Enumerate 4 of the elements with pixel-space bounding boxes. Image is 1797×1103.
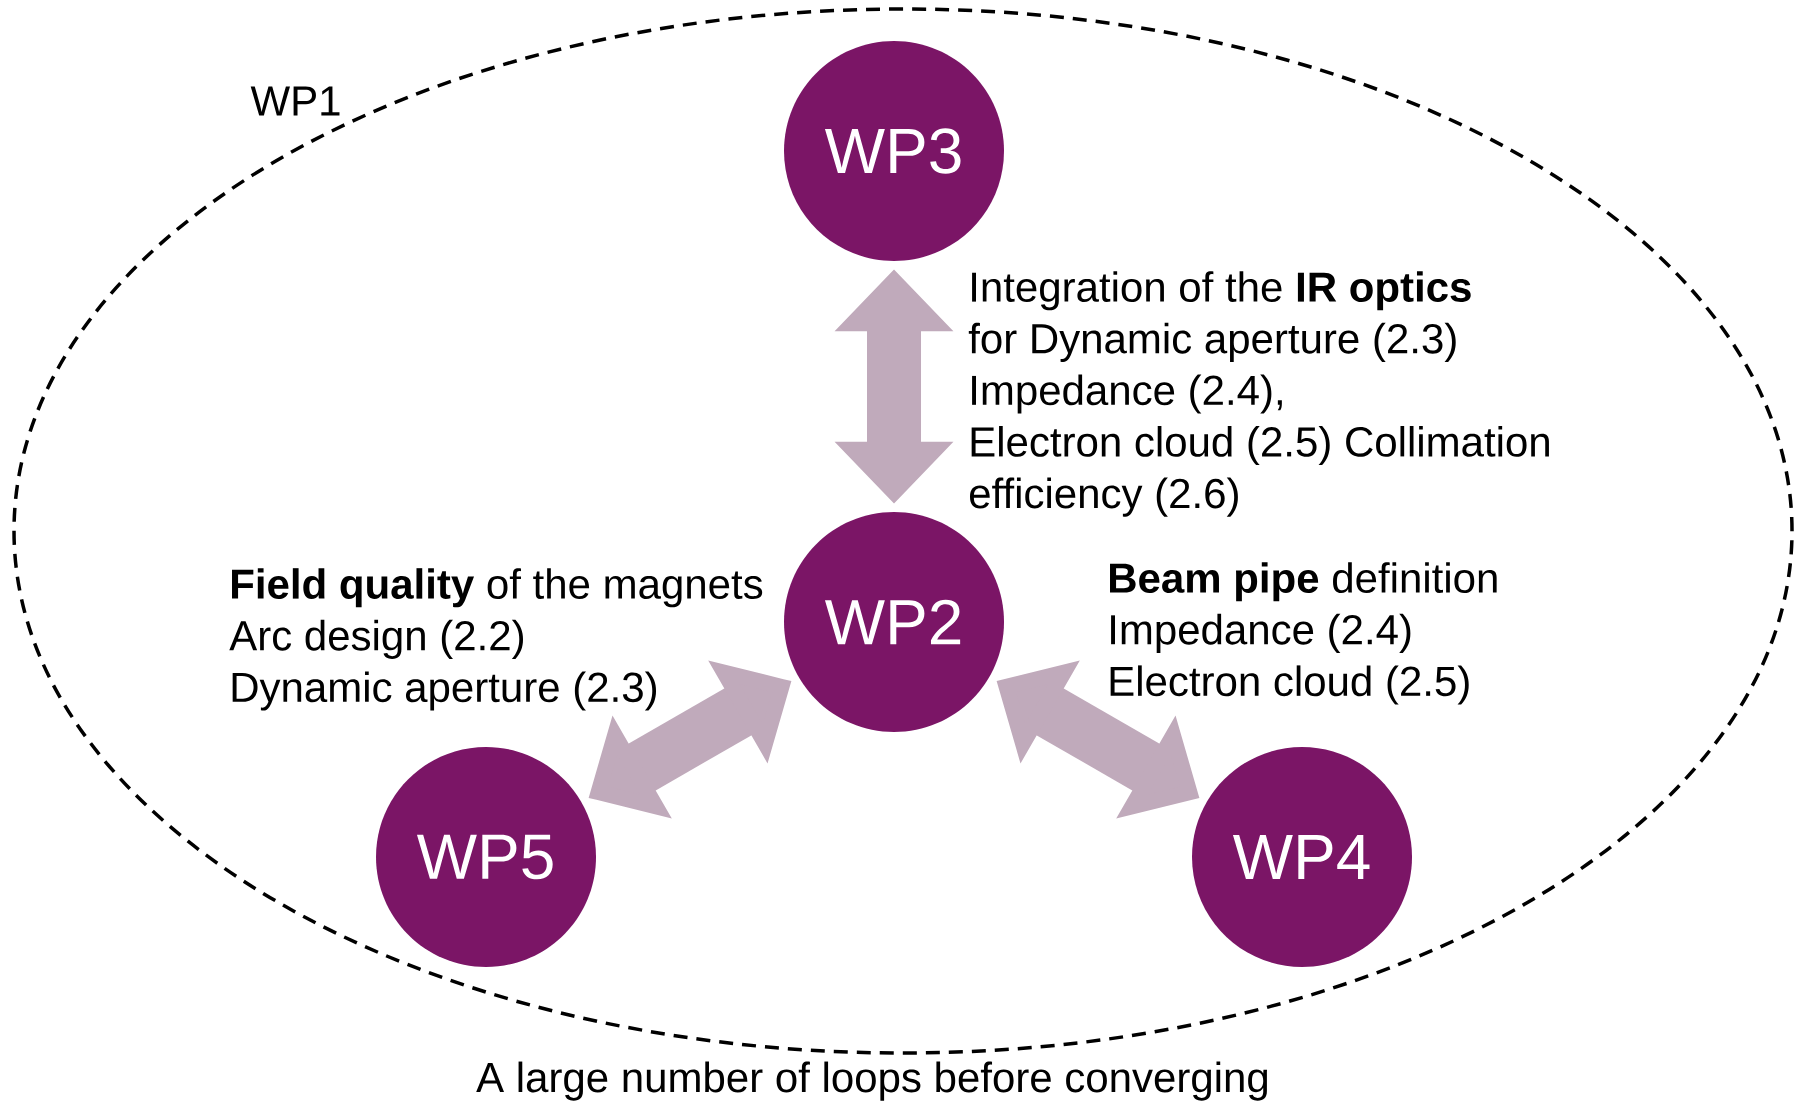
- edge-label: Beam pipe definition Impedance (2.4) Electron cloud (2.5): [1110, 562, 1497, 705]
- group-label: WP1: [250, 86, 340, 116]
- caption: A large number of loops before converging: [476, 1061, 1268, 1101]
- edge-label: Field quality of the magnets Arc design (2.2) Dynamic aperture (2.3): [229, 568, 763, 711]
